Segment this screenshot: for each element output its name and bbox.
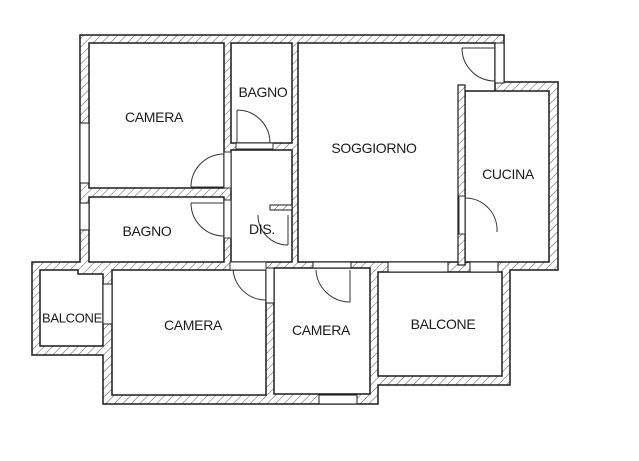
room-label-bagno: BAGNO	[238, 84, 288, 100]
room-label-balcone-2: BALCONE	[410, 316, 476, 332]
room-label-camera: CAMERA	[124, 109, 184, 125]
room-label-soggiorno: SOGGIORNO	[331, 140, 417, 156]
room-label-bagno-2: BAGNO	[122, 223, 172, 239]
room-label-camera-3: CAMERA	[291, 322, 351, 338]
room-label-camera-2: CAMERA	[163, 317, 223, 333]
room-label-dis: DIS.	[248, 221, 276, 237]
doors	[190, 47, 498, 303]
room-label-cucina: CUCINA	[482, 166, 534, 182]
room-label-balcone: BALCONE	[41, 310, 103, 326]
windows	[79, 42, 505, 405]
